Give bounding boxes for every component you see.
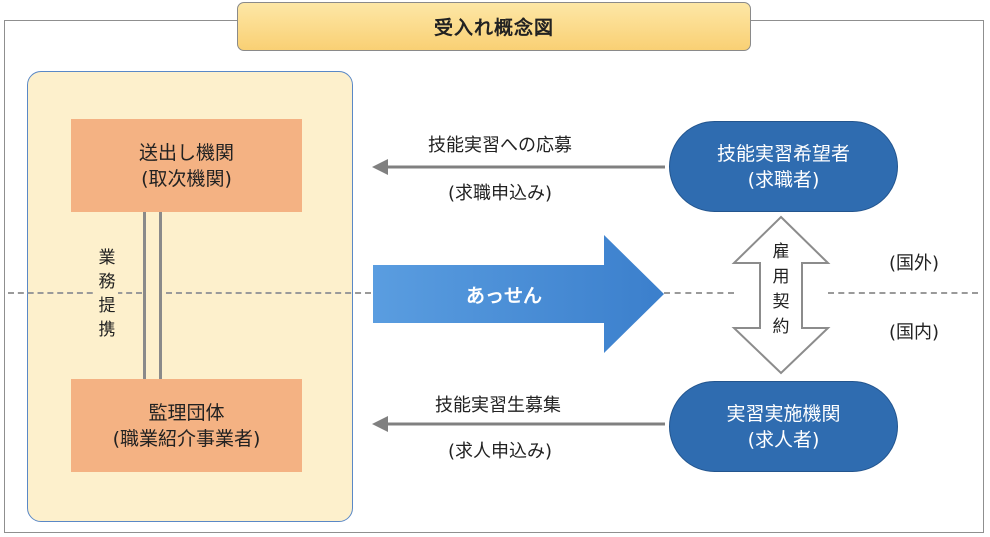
border-line-left [8, 292, 142, 294]
applicant-sub: (求職者) [747, 168, 820, 191]
mediation-arrow [373, 235, 664, 353]
implementing-org-sub: (求人者) [747, 428, 820, 451]
mediation-label: あっせん [466, 285, 543, 307]
border-line-right-a [664, 292, 734, 294]
tieup-line-right [159, 212, 162, 379]
sending-org-name: 送出し機関 [138, 141, 234, 164]
supervising-org-name: 監理団体 [148, 401, 225, 424]
bottom-arrow-sublabel: (求人申込み) [448, 441, 553, 462]
top-arrow-sublabel: (求職申込み) [448, 183, 553, 204]
bottom-left-arrow [372, 416, 665, 432]
domestic-label: (国内) [889, 322, 940, 343]
business-tieup-label: 業 務 提 携 [96, 246, 118, 342]
overseas-label: (国外) [889, 253, 940, 274]
implementing-org-pill: 実習実施機関 (求人者) [669, 381, 898, 472]
bottom-arrow-label: 技能実習生募集 [435, 395, 561, 416]
supervising-org-box: 監理団体 (職業紹介事業者) [71, 379, 302, 472]
top-left-arrow [372, 159, 665, 175]
supervising-org-sub: (職業紹介事業者) [112, 427, 261, 450]
border-line-right-b [828, 292, 978, 294]
border-line-middle [166, 292, 371, 294]
applicant-name: 技能実習希望者 [716, 142, 850, 165]
tieup-line-left [143, 212, 146, 379]
sending-org-box: 送出し機関 (取次機関) [71, 119, 302, 212]
employment-contract-label: 雇 用 契 約 [772, 242, 790, 337]
applicant-pill: 技能実習希望者 (求職者) [669, 121, 898, 212]
top-arrow-label: 技能実習への応募 [428, 135, 572, 156]
implementing-org-name: 実習実施機関 [726, 402, 841, 425]
sending-org-sub: (取次機関) [141, 167, 232, 190]
diagram-title: 受入れ概念図 [237, 2, 751, 51]
employment-contract-arrow [731, 215, 831, 375]
